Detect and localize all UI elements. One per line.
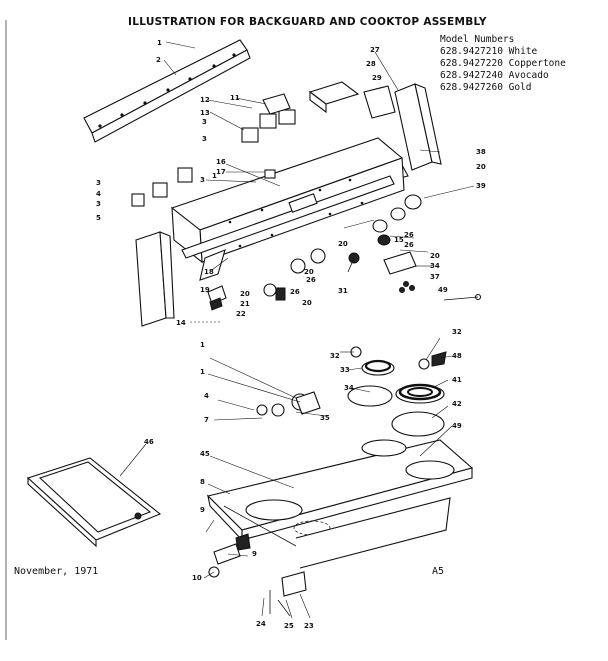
callout: 22	[236, 310, 246, 318]
callout: 17	[216, 168, 226, 176]
callout: 21	[240, 300, 250, 308]
callout: 20	[302, 299, 312, 307]
callout: 32	[452, 328, 462, 336]
callout: 20	[304, 268, 314, 276]
cooktop-surface	[206, 439, 474, 569]
callout: 26	[306, 276, 316, 284]
callout: 34	[344, 384, 354, 392]
callout: 4	[96, 190, 101, 198]
callout: 33	[340, 366, 350, 374]
callout: 31	[338, 287, 348, 295]
callout: 49	[438, 286, 448, 294]
callout: 1	[200, 368, 205, 376]
callout: 3	[96, 200, 101, 208]
callout: 20	[338, 240, 348, 248]
callout: 10	[192, 574, 202, 582]
callout: 16	[216, 158, 226, 166]
model-numbers: Model Numbers 628.9427210 White 628.9427…	[440, 34, 566, 94]
callout: 20	[240, 290, 250, 298]
backguard-trim-strip	[83, 39, 251, 143]
callout: 7	[204, 416, 209, 424]
callout: 13	[200, 109, 210, 117]
callout: 3	[202, 118, 207, 126]
callout: 9	[252, 550, 257, 558]
callout: 1	[157, 39, 162, 47]
callout: 24	[256, 620, 266, 628]
callout: 26	[404, 231, 414, 239]
callout: 37	[430, 273, 440, 281]
drip-tray	[26, 457, 162, 548]
leader-lines	[119, 41, 475, 619]
model-item: 628.9427240 Avocado	[440, 70, 549, 81]
backguard-panel	[170, 137, 405, 281]
callout: 27	[370, 46, 380, 54]
callout: 2	[156, 56, 161, 64]
callout: 25	[284, 622, 294, 630]
callout: 26	[290, 288, 300, 296]
footer-date: November, 1971	[14, 566, 99, 577]
callout: 1	[200, 341, 205, 349]
side-panel	[135, 231, 175, 327]
callout: 20	[476, 163, 486, 171]
callout: 20	[430, 252, 440, 260]
callout: 3	[202, 135, 207, 143]
callout: 46	[144, 438, 154, 446]
bracket-parts	[190, 285, 227, 323]
model-item: 628.9427260 Gold	[440, 82, 532, 93]
callout: 28	[366, 60, 376, 68]
callout: 34	[430, 262, 440, 270]
model-item: 628.9427220 Coppertone	[440, 58, 566, 69]
switch-blocks	[131, 93, 296, 207]
model-heading: Model Numbers	[440, 34, 515, 45]
trim-caps	[308, 81, 396, 119]
footer-page-number: A5	[432, 566, 445, 577]
callout: 35	[320, 414, 330, 422]
callout: 9	[200, 506, 205, 514]
callout: 39	[476, 182, 486, 190]
callout: 23	[304, 622, 314, 630]
callout: 5	[96, 214, 101, 222]
callout: 49	[452, 422, 462, 430]
callout: 14	[176, 319, 186, 327]
callout: 38	[476, 148, 486, 156]
callout: 3	[200, 176, 205, 184]
callout: 19	[200, 286, 210, 294]
callout: 15	[394, 236, 404, 244]
callout: 32	[330, 352, 340, 360]
callout: 42	[452, 400, 462, 408]
callout: 45	[200, 450, 210, 458]
callout-labels: 1 2 27 28 29 11 12 13 3 3 3 4 3 38 20 39…	[96, 39, 486, 630]
callout: 12	[200, 96, 210, 104]
burner-elements	[256, 346, 447, 437]
callout: 11	[230, 94, 240, 102]
callout: 4	[204, 392, 209, 400]
callout: 3	[96, 179, 101, 187]
callout: 26	[404, 241, 414, 249]
lower-parts	[208, 533, 307, 617]
callout: 48	[452, 352, 462, 360]
page-title: ILLUSTRATION FOR BACKGUARD AND COOKTOP A…	[128, 16, 487, 28]
callout: 18	[204, 268, 214, 276]
callout: 1	[212, 172, 217, 180]
callout: 29	[372, 74, 382, 82]
model-item: 628.9427210 White	[440, 46, 538, 57]
control-knobs	[263, 194, 482, 301]
callout: 41	[452, 376, 462, 384]
callout: 8	[200, 478, 205, 486]
small-bracket	[295, 391, 321, 415]
